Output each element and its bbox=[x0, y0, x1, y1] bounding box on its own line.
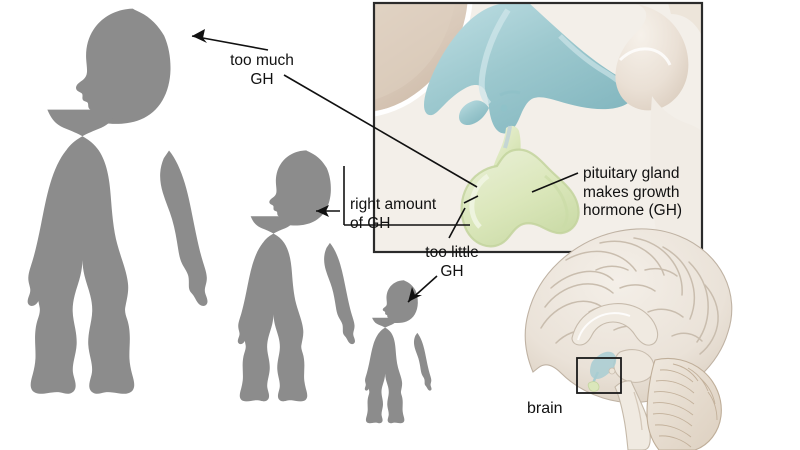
brain-callout-box bbox=[576, 357, 622, 394]
medium-figure bbox=[237, 150, 355, 402]
short-figure bbox=[364, 280, 432, 424]
tall-figure bbox=[27, 8, 208, 394]
label-too-little-gh: too little GH bbox=[425, 244, 479, 280]
label-brain: brain bbox=[527, 400, 563, 417]
label-right-amount-gh: right amount of GH bbox=[350, 196, 437, 232]
label-pituitary-gland: pituitary gland makes growth hormone (GH… bbox=[583, 165, 683, 219]
label-too-much-gh: too much GH bbox=[230, 52, 294, 88]
